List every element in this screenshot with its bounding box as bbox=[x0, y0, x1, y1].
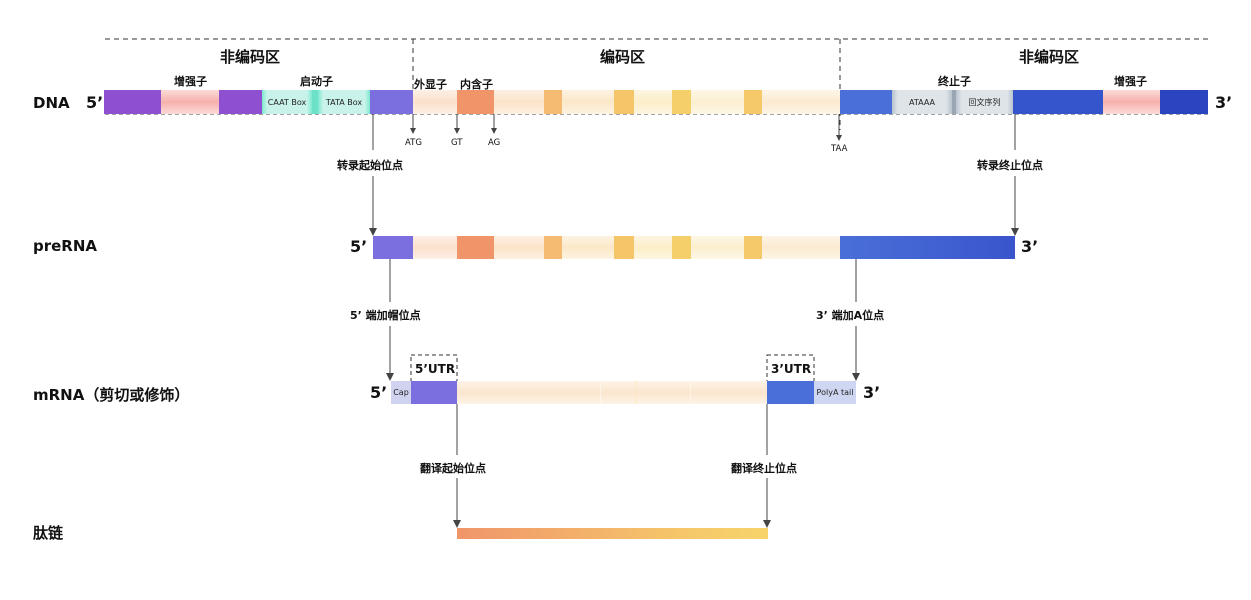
dna-seg-intron-4 bbox=[672, 90, 691, 114]
dna-seg-enhancer-2 bbox=[1103, 90, 1160, 114]
dna-seg-exon-4 bbox=[634, 90, 672, 114]
taa-label: TAA bbox=[831, 144, 848, 154]
noncoding-region-right: 非编码区 bbox=[1019, 48, 1080, 66]
prerna-seg-intron-2 bbox=[544, 236, 562, 259]
mrna-three-prime: 3’ bbox=[863, 383, 881, 402]
mrna-label: mRNA（剪切或修饰） bbox=[33, 386, 190, 404]
prerna-seg-intron-4 bbox=[672, 236, 691, 259]
dna-seg-purple-2 bbox=[219, 90, 262, 114]
dna-three-prime: 3’ bbox=[1215, 93, 1233, 112]
prerna-seg-intron-1 bbox=[457, 236, 494, 259]
atg-label: ATG bbox=[405, 138, 422, 148]
prerna-seg-blue bbox=[840, 236, 1015, 259]
coding-region: 编码区 bbox=[600, 48, 646, 66]
peptide-label: 肽链 bbox=[33, 524, 64, 542]
dna-seg-gray-divider bbox=[952, 90, 956, 114]
mrna-seg-utr5 bbox=[411, 381, 457, 404]
prerna-seg-exon-3 bbox=[562, 236, 614, 259]
dna-seg-navy bbox=[1160, 90, 1208, 114]
ag-label: AG bbox=[488, 138, 501, 148]
prerna-seg-violet bbox=[373, 236, 413, 259]
mrna-seg-coding bbox=[457, 381, 767, 404]
dna-seg-exon-1 bbox=[413, 90, 457, 114]
terminator-label: 终止子 bbox=[938, 75, 971, 88]
dna-seg-tata bbox=[318, 90, 370, 114]
mrna-splice-mark-2 bbox=[636, 381, 637, 404]
dna-seg-intron-1 bbox=[457, 90, 494, 114]
exon-label: 外显子 bbox=[414, 78, 447, 91]
prerna-seg-exon-2 bbox=[494, 236, 544, 259]
dna-seg-teal bbox=[312, 90, 318, 114]
ataaa-label: ATAAA bbox=[909, 97, 935, 107]
transcription-end-site: 转录终止位点 bbox=[977, 159, 1043, 172]
gt-label: GT bbox=[451, 138, 463, 148]
dna-seg-blue-1 bbox=[840, 90, 892, 114]
prerna-label: preRNA bbox=[33, 237, 98, 255]
mrna-five-prime: 5’ bbox=[370, 383, 388, 402]
mrna-splice-mark-1 bbox=[600, 381, 601, 404]
utr3-label: 3’UTR bbox=[771, 362, 812, 376]
polya-site-label: 3’ 端加A位点 bbox=[816, 309, 885, 322]
cap-segment: Cap bbox=[391, 381, 411, 404]
dna-seg-palindrome bbox=[956, 90, 1013, 114]
prerna-seg-intron-3 bbox=[614, 236, 634, 259]
dna-seg-purple-1 bbox=[104, 90, 161, 114]
enhancer-label: 增强子 bbox=[174, 75, 207, 88]
peptide-chain bbox=[457, 528, 768, 539]
mrna-splice-mark-3 bbox=[690, 381, 691, 404]
dna-seg-intron-5 bbox=[744, 90, 762, 114]
noncoding-region-left: 非编码区 bbox=[220, 48, 281, 66]
intron-label: 内含子 bbox=[460, 78, 493, 91]
promoter-label: 启动子 bbox=[300, 75, 333, 88]
dna-seg-ataaa bbox=[892, 90, 952, 114]
utr5-label: 5’UTR bbox=[415, 362, 456, 376]
dna-seg-exon-2 bbox=[494, 90, 544, 114]
dna-seg-caat bbox=[262, 90, 312, 114]
palindrome-label: 回文序列 bbox=[968, 97, 1001, 107]
prerna-seg-exon-6 bbox=[762, 236, 840, 259]
dna-seg-exon-5 bbox=[691, 90, 744, 114]
prerna-seg-exon-4 bbox=[634, 236, 672, 259]
dna-label: DNA bbox=[33, 94, 70, 112]
prerna-seg-exon-1 bbox=[413, 236, 457, 259]
dna-seg-blue-2 bbox=[1013, 90, 1103, 114]
prerna-five-prime: 5’ bbox=[350, 237, 368, 256]
polya-tail-segment: PolyA tail bbox=[814, 381, 856, 404]
enhancer2-label: 增强子 bbox=[1114, 75, 1147, 88]
dna-seg-intron-2 bbox=[544, 90, 562, 114]
dna-seg-exon-3 bbox=[562, 90, 614, 114]
prerna-seg-intron-5 bbox=[744, 236, 762, 259]
dna-seg-violet bbox=[370, 90, 413, 114]
transcription-start-site: 转录起始位点 bbox=[337, 159, 403, 172]
dna-seg-intron-3 bbox=[614, 90, 634, 114]
tata-box-label: TATA Box bbox=[325, 97, 363, 107]
prerna-three-prime: 3’ bbox=[1021, 237, 1039, 256]
prerna-seg-exon-5 bbox=[691, 236, 744, 259]
cap-site-label: 5’ 端加帽位点 bbox=[350, 309, 421, 322]
caat-box-label: CAAT Box bbox=[267, 97, 307, 107]
dna-seg-enhancer bbox=[161, 90, 219, 114]
dna-seg-exon-6 bbox=[762, 90, 840, 114]
translation-start-site: 翻译起始位点 bbox=[420, 462, 486, 475]
translation-end-site: 翻译终止位点 bbox=[731, 462, 797, 475]
dna-five-prime: 5’ bbox=[86, 93, 104, 112]
mrna-seg-utr3 bbox=[767, 381, 814, 404]
